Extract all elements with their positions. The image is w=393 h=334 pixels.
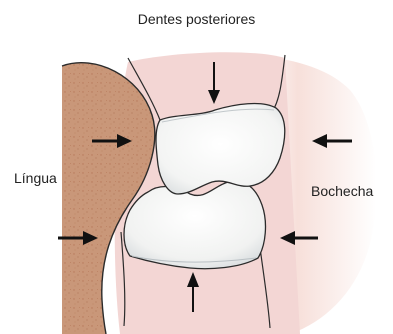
diagram-title: Dentes posteriores <box>0 11 393 27</box>
cheek-label: Bochecha <box>311 183 373 199</box>
tongue-label: Língua <box>14 170 57 186</box>
